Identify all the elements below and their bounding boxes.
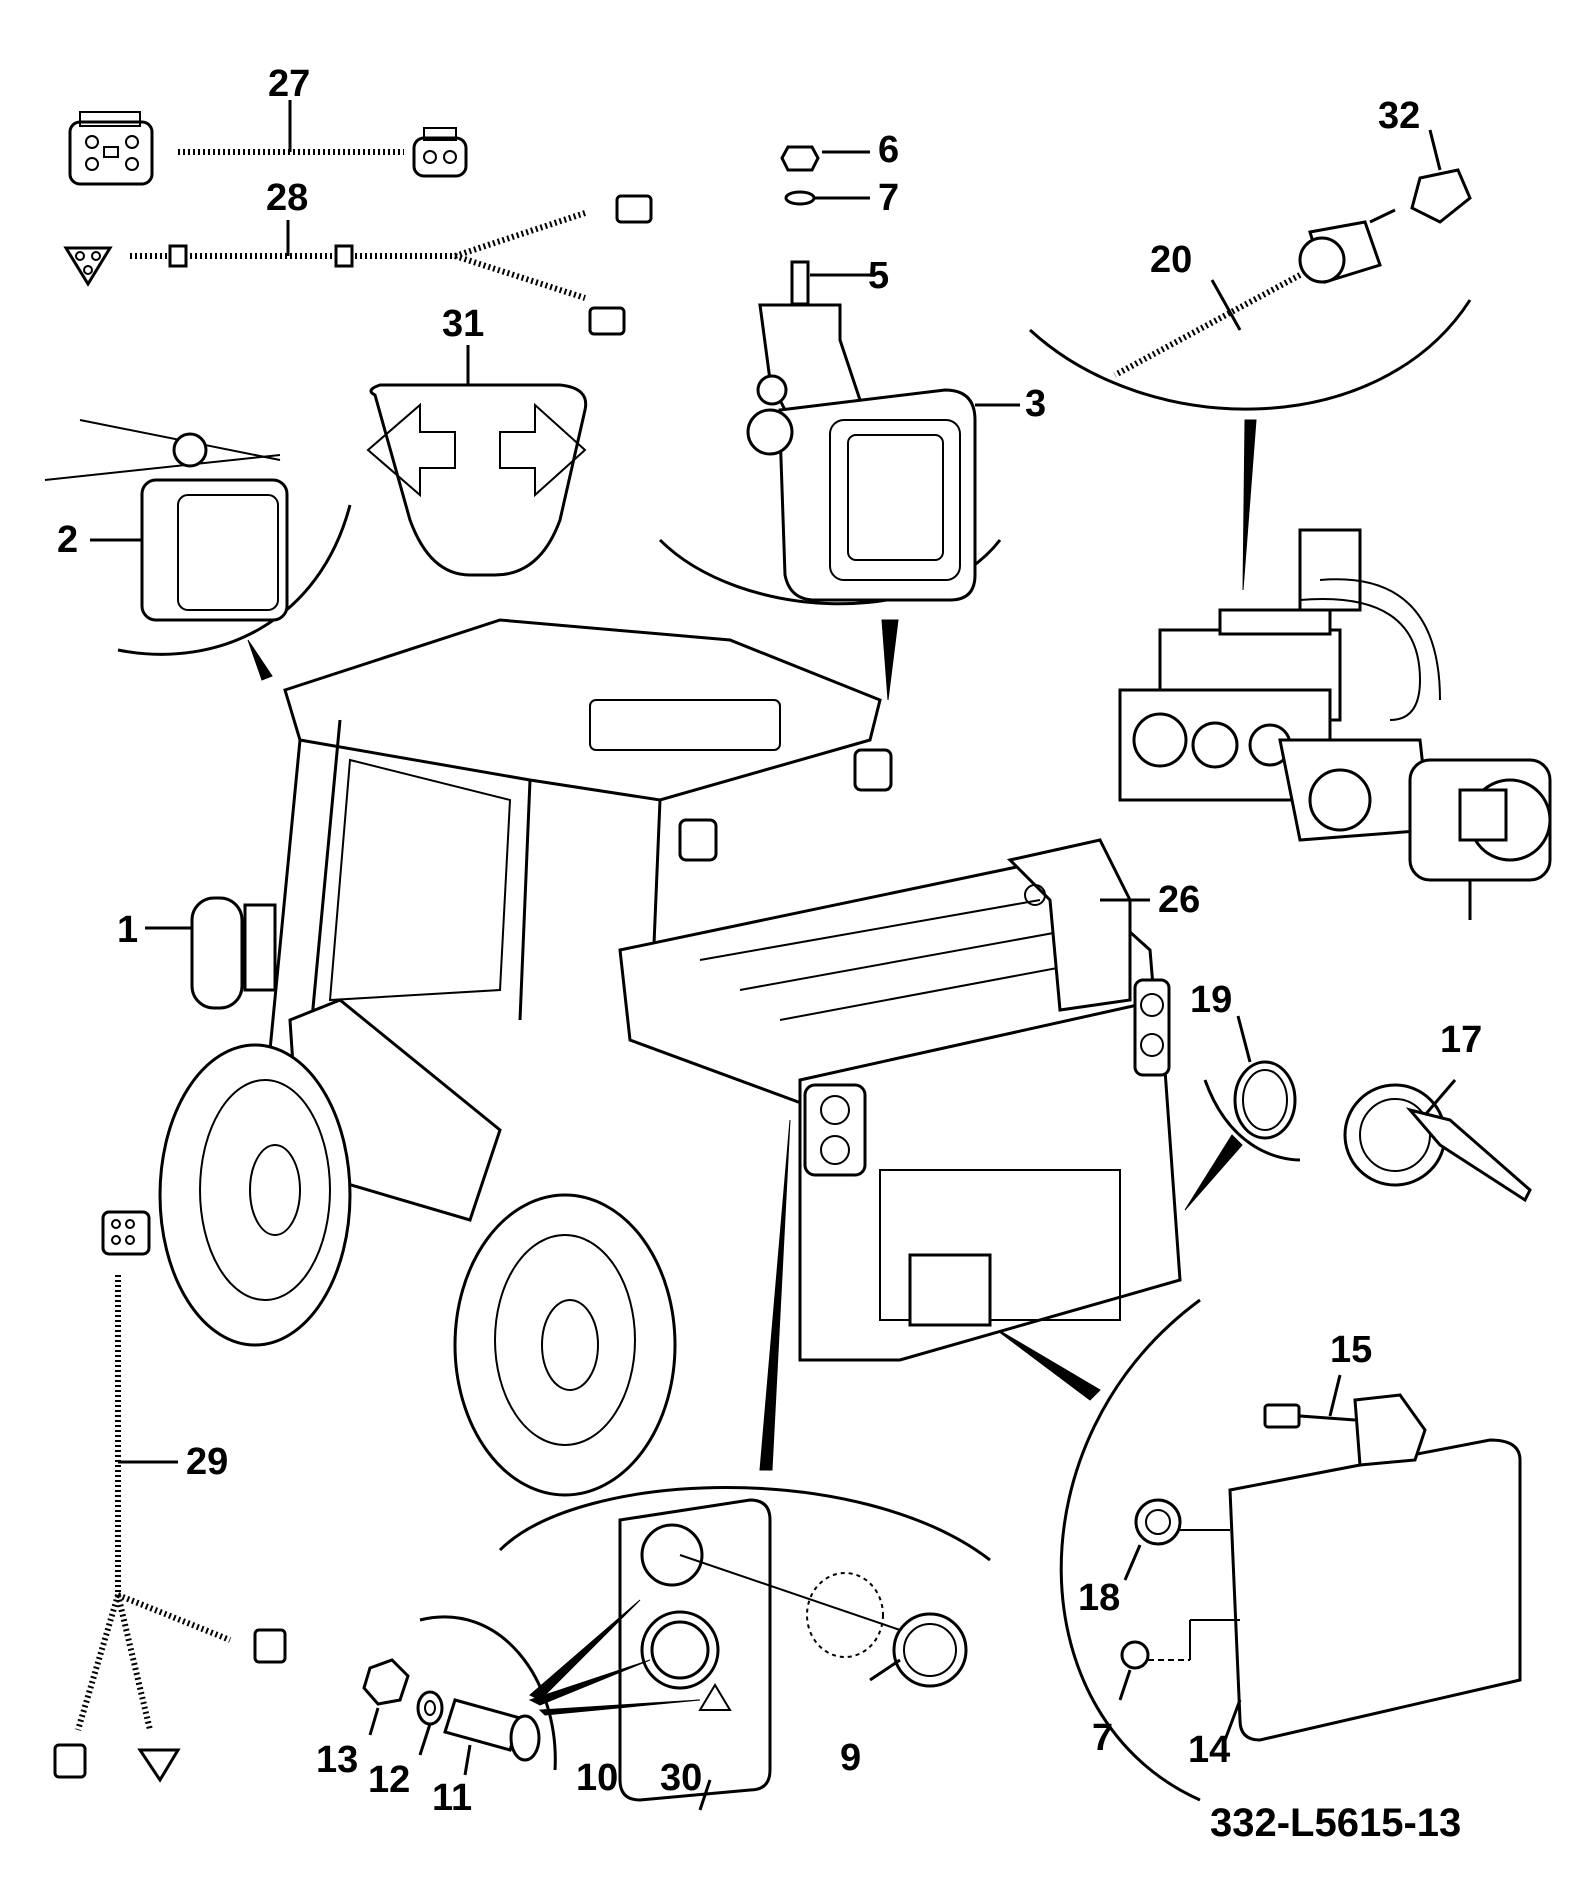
detail-bubble-sensor <box>1028 299 1472 411</box>
callout-27: 27 <box>268 63 310 105</box>
callout-28: 28 <box>266 177 308 219</box>
pointer-grommet <box>1184 1134 1243 1211</box>
callout-29: 29 <box>186 1441 228 1483</box>
callout-7-bottom: 7 <box>1092 1717 1113 1759</box>
detail-bubble-grommet <box>1203 1079 1301 1162</box>
pointer-tail-c <box>538 1699 701 1716</box>
callout-30: 30 <box>660 1757 702 1799</box>
reference-code: 332-L5615-13 <box>1210 1801 1461 1845</box>
callout-20: 20 <box>1150 239 1192 281</box>
harness-29 <box>53 1210 287 1783</box>
callout-14: 14 <box>1188 1729 1230 1771</box>
callout-2: 2 <box>57 519 78 561</box>
callout-32: 32 <box>1378 95 1420 137</box>
license-plate-14 <box>1118 1374 1522 1742</box>
detail-bubble-plate-light <box>1059 1298 1201 1802</box>
callout-6: 6 <box>878 129 899 171</box>
detail-bubble-tail-light <box>498 1486 991 1562</box>
pointer-tail-b <box>528 1659 651 1706</box>
callout-17: 17 <box>1440 1019 1482 1061</box>
callout-26: 26 <box>1158 879 1200 921</box>
sensor-20 <box>1113 129 1472 378</box>
callout-5: 5 <box>868 255 889 297</box>
callout-13: 13 <box>316 1739 358 1781</box>
callout-1: 1 <box>117 909 138 951</box>
pointer-tail-a <box>529 1599 641 1701</box>
callout-18: 18 <box>1078 1577 1120 1619</box>
detail-bubble-bolt <box>419 1615 557 1771</box>
hydraulic-pump-assembly <box>1118 528 1552 920</box>
callout-11: 11 <box>432 1777 472 1819</box>
lamp-9 <box>679 1554 968 1688</box>
callout-9: 9 <box>840 1737 861 1779</box>
decal-31 <box>366 345 588 577</box>
bolt-set <box>362 1658 541 1776</box>
work-light-3 <box>746 145 1020 602</box>
harness-27 <box>68 100 468 186</box>
harness-28 <box>63 194 653 336</box>
callout-15: 15 <box>1330 1329 1372 1371</box>
pointer-work-light-right <box>881 619 899 701</box>
cable-tie-17 <box>1343 1079 1532 1203</box>
skid-steer-machine <box>145 618 1182 1497</box>
callout-19: 19 <box>1190 979 1232 1021</box>
callout-31: 31 <box>442 303 484 345</box>
pointer-plate-light <box>989 1324 1101 1401</box>
callout-7-top: 7 <box>878 177 899 219</box>
callout-3: 3 <box>1025 383 1046 425</box>
pointer-tail-light <box>759 1119 791 1471</box>
work-light-2 <box>44 419 289 622</box>
pointer-work-light-left <box>247 639 273 681</box>
callout-12: 12 <box>368 1759 410 1801</box>
detail-bubble-work-light-left <box>117 504 352 656</box>
callout-10: 10 <box>576 1757 618 1799</box>
grommet-19 <box>1233 1060 1297 1140</box>
pointer-sensor <box>1242 419 1257 591</box>
lamp-10 <box>650 1620 710 1680</box>
